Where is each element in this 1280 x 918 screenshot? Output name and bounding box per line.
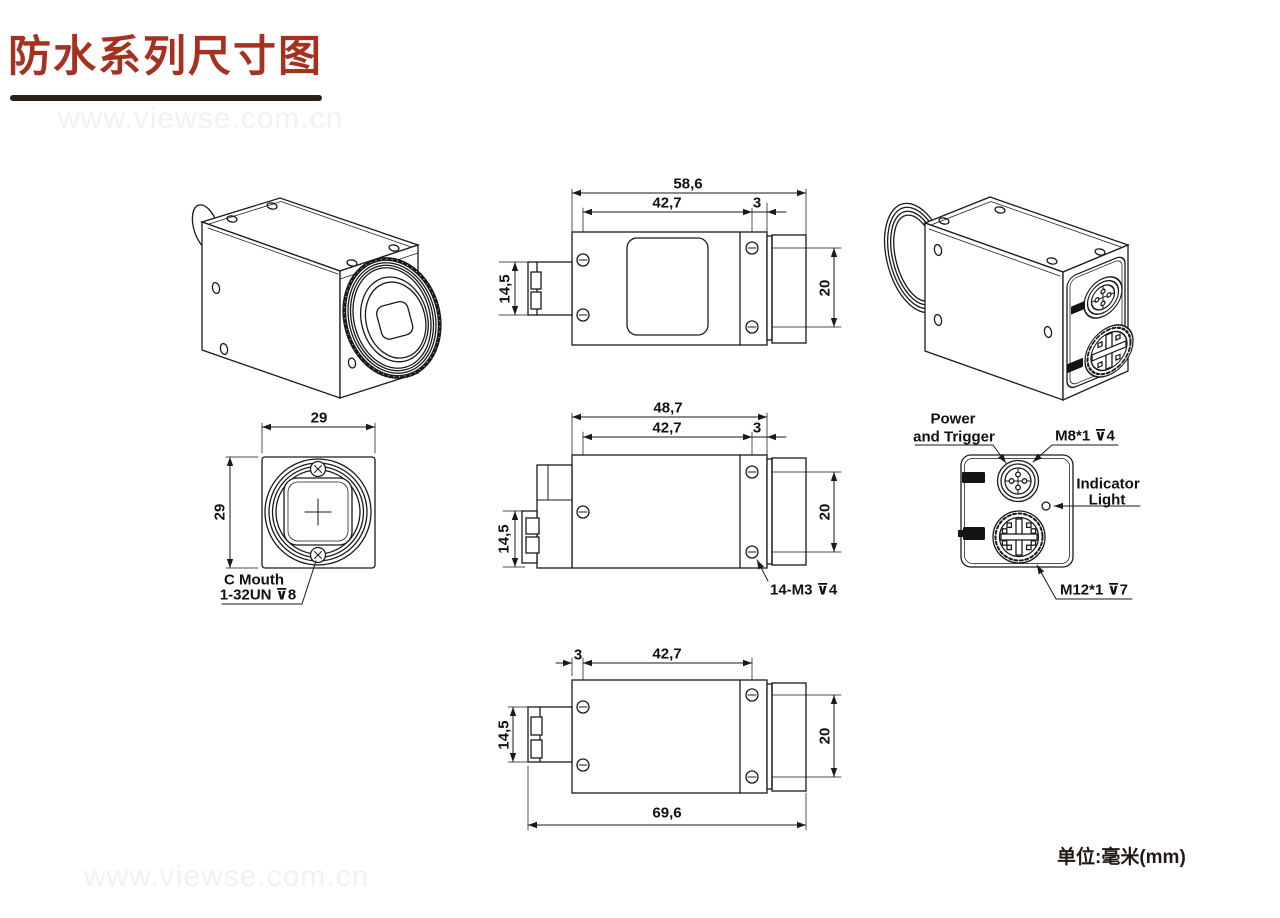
dim-screw-vertical-mid: 20 (816, 503, 834, 521)
mount-screw-holes (576, 241, 759, 334)
m8-connector (996, 459, 1040, 503)
isometric-front-view (191, 197, 442, 399)
dim-total-width-top: 58,6 (673, 175, 703, 193)
m12-connector (992, 510, 1046, 564)
label-m8-spec: M8*1 ⊽4 (1055, 427, 1115, 445)
page-title: 防水系列尺寸图 (8, 33, 323, 81)
lens-lock-screw (309, 460, 327, 478)
io-connector-block (521, 464, 573, 569)
io-connector-block (527, 706, 573, 763)
connector-label-glyph (1071, 301, 1085, 315)
title-underline (10, 95, 322, 101)
rear-view (914, 444, 1141, 600)
bottom-view (507, 657, 842, 831)
mount-screw-holes (576, 465, 759, 559)
callout-leaders (914, 444, 1141, 600)
connector-label-glyph (958, 527, 985, 540)
extension-lines (498, 188, 842, 328)
label-c-mount-line1: C Mouth (224, 571, 284, 589)
dim-connector-height-bottom: 14,5 (495, 720, 513, 750)
dim-front-height: 29 (211, 503, 229, 521)
dim-screw-span-top: 42,7 (652, 194, 682, 212)
side-view-top (498, 188, 842, 346)
front-view (221, 422, 376, 605)
dim-total-length-bottom: 69,6 (652, 804, 682, 822)
camera-body-side (571, 231, 807, 346)
camera-body-side (571, 454, 807, 569)
dimension-lines (511, 189, 838, 328)
lens-mount-threads-iso (342, 257, 442, 379)
watermark-top: www.viewse.com.cn (58, 102, 344, 135)
side-view-middle (502, 412, 842, 582)
m12-connector-iso (1084, 324, 1134, 378)
dim-screw-span-mid: 42,7 (652, 419, 682, 437)
dim-front-width: 29 (310, 409, 328, 427)
mount-screw-holes (576, 688, 759, 784)
lens-threads (771, 682, 807, 792)
dimension-lines (509, 659, 838, 829)
dim-screw-vertical-bottom: 20 (816, 727, 834, 745)
indicator-light (1041, 501, 1051, 511)
extension-lines (502, 412, 842, 568)
label-indicator-line2: Light (1088, 491, 1126, 509)
lens-lock-screw (309, 546, 327, 564)
dim-connector-height-mid: 14,5 (495, 524, 513, 554)
label-power-line2: and Trigger (913, 428, 995, 446)
watermark-bottom: www.viewse.com.cn (84, 860, 370, 893)
dim-edge-offset-bottom: 3 (573, 646, 583, 664)
label-m12-spec: M12*1 ⊽7 (1059, 581, 1129, 599)
dim-total-width-mid: 48,7 (653, 399, 683, 417)
dim-edge-offset-mid: 3 (752, 419, 762, 437)
connector-label-glyph (1067, 358, 1083, 374)
label-indicator-line1: Indicator (1076, 475, 1140, 493)
dimension-lines (511, 413, 838, 568)
connector-label-glyph (962, 472, 985, 483)
rear-panel-iso (1066, 256, 1134, 389)
dim-connector-height-top: 14,5 (496, 274, 514, 304)
label-c-mount-line2: 1-32UN ⊽8 (219, 586, 297, 604)
lens-threads (771, 457, 807, 566)
dimension-lines (226, 423, 376, 569)
dim-screw-vertical-top: 20 (816, 279, 834, 297)
dim-screw-span-bottom: 42,7 (652, 645, 682, 663)
label-power-line1: Power (930, 410, 976, 428)
io-connector-block (527, 261, 573, 316)
screw-callout-leader (756, 559, 769, 582)
camera-front-face (261, 456, 376, 569)
label-screw-spec: 14-M3 ⊽4 (770, 581, 838, 599)
c-mount-leader (221, 560, 317, 605)
isometric-rear-view (883, 196, 1134, 402)
lens-threads (771, 234, 807, 344)
dim-edge-offset-top: 3 (752, 194, 762, 212)
m8-connector-iso (1083, 276, 1123, 319)
camera-body-bottom (571, 679, 807, 794)
unit-note: 单位:毫米(mm) (1057, 847, 1186, 868)
